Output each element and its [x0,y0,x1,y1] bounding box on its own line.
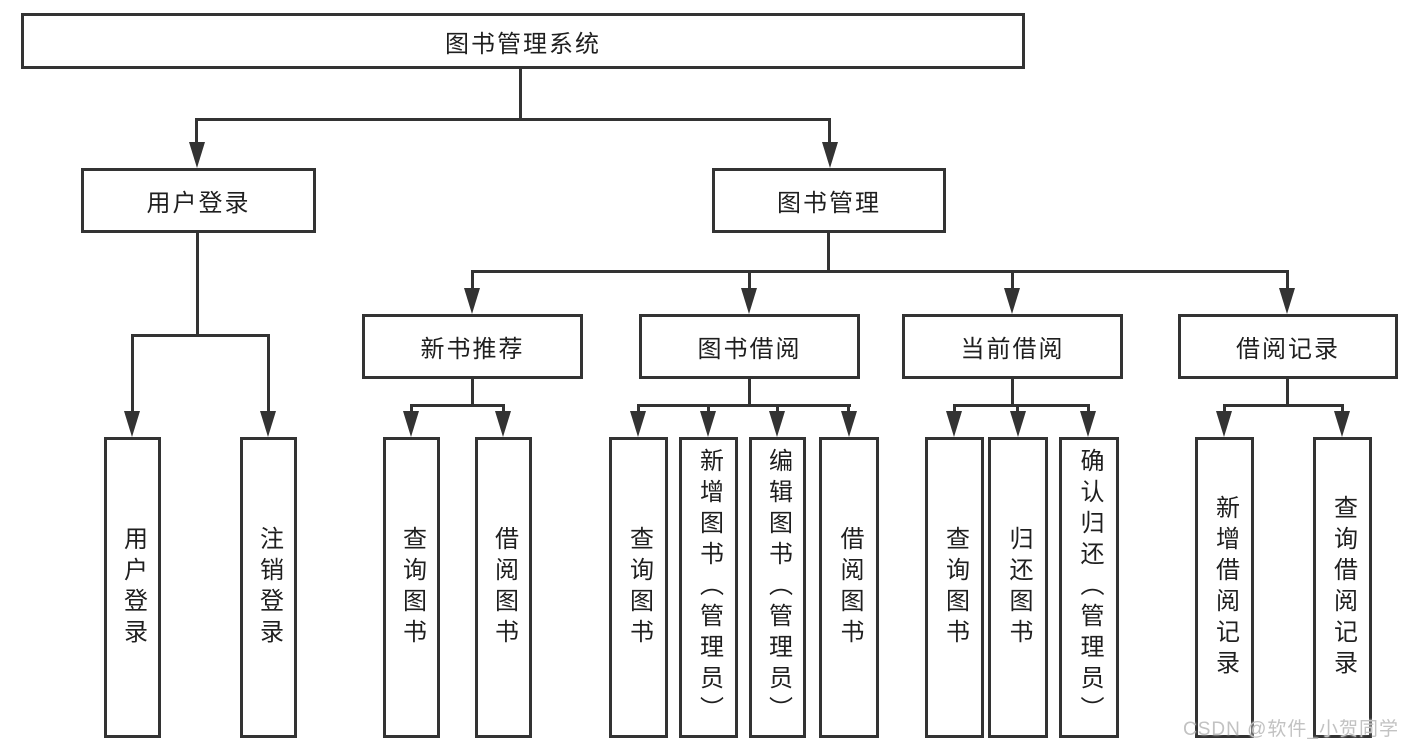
arrow-down-icon [1334,411,1350,437]
node-label: 新书推荐 [420,336,525,363]
leaf-label: 用户登录 [119,525,147,650]
connector-line [1223,404,1226,414]
leaf-borrow-books: 借阅图书 [819,437,879,738]
connector-line [847,404,850,414]
leaf-query-books-current: 查询图书 [925,437,984,738]
connector-line [196,118,831,121]
node-label: 当前借阅 [960,336,1065,363]
leaf-edit-books-admin: 编辑图书（管理员） [749,437,806,738]
connector-line [1011,377,1014,407]
arrow-down-icon [841,411,857,437]
leaf-user-login: 用户登录 [104,437,161,738]
connector-line [471,270,474,288]
arrow-down-icon [946,411,962,437]
connector-line [1223,404,1344,407]
leaf-query-books-borrow: 查询图书 [609,437,668,738]
arrow-down-icon [1004,288,1020,314]
leaf-query-books-recommend: 查询图书 [383,437,440,738]
node-user-login: 用户登录 [81,168,316,233]
arrow-down-icon [1279,288,1295,314]
leaf-label: 新增借阅记录 [1211,494,1239,681]
arrow-down-icon [700,411,716,437]
connector-line [471,270,1289,273]
node-current-borrow: 当前借阅 [902,314,1123,379]
connector-line [1286,377,1289,407]
connector-line [131,334,270,337]
arrow-down-icon [1080,411,1096,437]
node-label: 借阅记录 [1236,336,1340,363]
arrow-down-icon [1010,411,1026,437]
connector-line [828,118,831,146]
arrow-down-icon [464,288,480,314]
connector-line [953,404,1090,407]
leaf-label: 确认归还（管理员） [1076,448,1103,727]
connector-line [196,231,199,337]
arrow-down-icon [189,142,205,168]
leaf-confirm-return-admin: 确认归还（管理员） [1059,437,1119,738]
leaf-label: 查询图书 [398,525,426,650]
leaf-label: 查询图书 [941,525,969,650]
connector-line [1341,404,1344,414]
connector-line [707,404,710,414]
arrow-down-icon [822,142,838,168]
connector-line [410,404,413,414]
arrow-down-icon [403,411,419,437]
connector-line [748,377,751,407]
connector-line [827,231,830,273]
leaf-add-borrow-record: 新增借阅记录 [1195,437,1254,738]
arrow-down-icon [741,288,757,314]
connector-line [1087,404,1090,414]
leaf-label: 查询图书 [625,525,653,650]
connector-line [502,404,505,414]
leaf-label: 借阅图书 [490,525,518,650]
arrow-down-icon [124,411,140,437]
arrow-down-icon [260,411,276,437]
leaf-label: 注销登录 [255,525,283,650]
arrow-down-icon [769,411,785,437]
csdn-watermark: CSDN @软件_小贺同学 [1183,719,1399,740]
node-library-management-system: 图书管理系统 [21,13,1025,69]
connector-line [748,270,751,288]
leaf-query-borrow-record: 查询借阅记录 [1313,437,1372,738]
arrow-down-icon [495,411,511,437]
leaf-label: 编辑图书（管理员） [764,448,792,727]
arrow-down-icon [1216,411,1232,437]
connector-line [519,67,522,121]
connector-line [776,404,779,414]
leaf-borrow-books-recommend: 借阅图书 [475,437,532,738]
connector-line [267,334,270,412]
leaf-label: 新增图书（管理员） [695,448,723,727]
leaf-add-books-admin: 新增图书（管理员） [679,437,738,738]
connector-line [1016,404,1019,414]
connector-line [471,377,474,407]
connector-line [1011,270,1014,288]
connector-line [410,404,505,407]
node-book-borrow: 图书借阅 [639,314,860,379]
node-new-book-recommend: 新书推荐 [362,314,583,379]
connector-line [1286,270,1289,288]
node-label: 图书借阅 [697,336,802,363]
node-borrow-records: 借阅记录 [1178,314,1398,379]
connector-line [953,404,956,414]
node-book-management: 图书管理 [712,168,946,233]
leaf-label: 归还图书 [1005,525,1032,650]
connector-line [131,334,134,412]
leaf-label: 借阅图书 [836,525,863,650]
node-label: 图书管理 [777,190,881,217]
leaf-label: 查询借阅记录 [1329,494,1357,681]
connector-line [195,118,198,146]
node-label: 用户登录 [146,190,251,217]
connector-line [637,404,851,407]
arrow-down-icon [630,411,646,437]
leaf-return-books: 归还图书 [988,437,1048,738]
connector-line [637,404,640,414]
leaf-logout: 注销登录 [240,437,297,738]
node-label: 图书管理系统 [445,30,601,58]
